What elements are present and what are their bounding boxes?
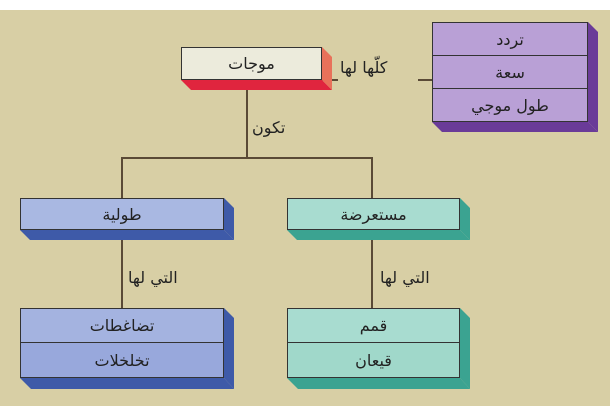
connector-root-down [246, 90, 248, 159]
link-label-all-have: كلّها لها [340, 58, 388, 77]
part-crests: قمم [288, 309, 459, 343]
link-label-consist-of: تكون [252, 118, 286, 137]
connector-right-lower [371, 240, 373, 309]
part-compressions: تضاغطات [21, 309, 223, 343]
connector-root-properties-right [418, 79, 432, 81]
transverse-node: مستعرضة [287, 198, 470, 240]
transverse-label: مستعرضة [340, 204, 407, 224]
property-frequency: تردد [433, 23, 587, 56]
connector-right-down [371, 157, 373, 199]
longitudinal-parts-node: تضاغطات تخلخلات [20, 308, 234, 389]
connector-horizontal [121, 157, 373, 159]
link-label-which-have-right: التي لها [380, 268, 430, 287]
transverse-parts-node: قمم قيعان [287, 308, 470, 389]
properties-node: تردد سعة طول موجي [432, 22, 598, 132]
root-node-waves: موجات [181, 47, 332, 90]
longitudinal-node: طولية [20, 198, 234, 240]
root-label: موجات [228, 54, 275, 73]
property-amplitude: سعة [433, 56, 587, 89]
longitudinal-label: طولية [102, 204, 142, 224]
link-label-which-have-left: التي لها [128, 268, 178, 287]
connector-left-down [121, 157, 123, 199]
part-rarefactions: تخلخلات [94, 350, 150, 370]
connector-left-lower [121, 240, 123, 309]
property-wavelength: طول موجي [471, 95, 549, 115]
part-troughs: قيعان [355, 350, 392, 370]
